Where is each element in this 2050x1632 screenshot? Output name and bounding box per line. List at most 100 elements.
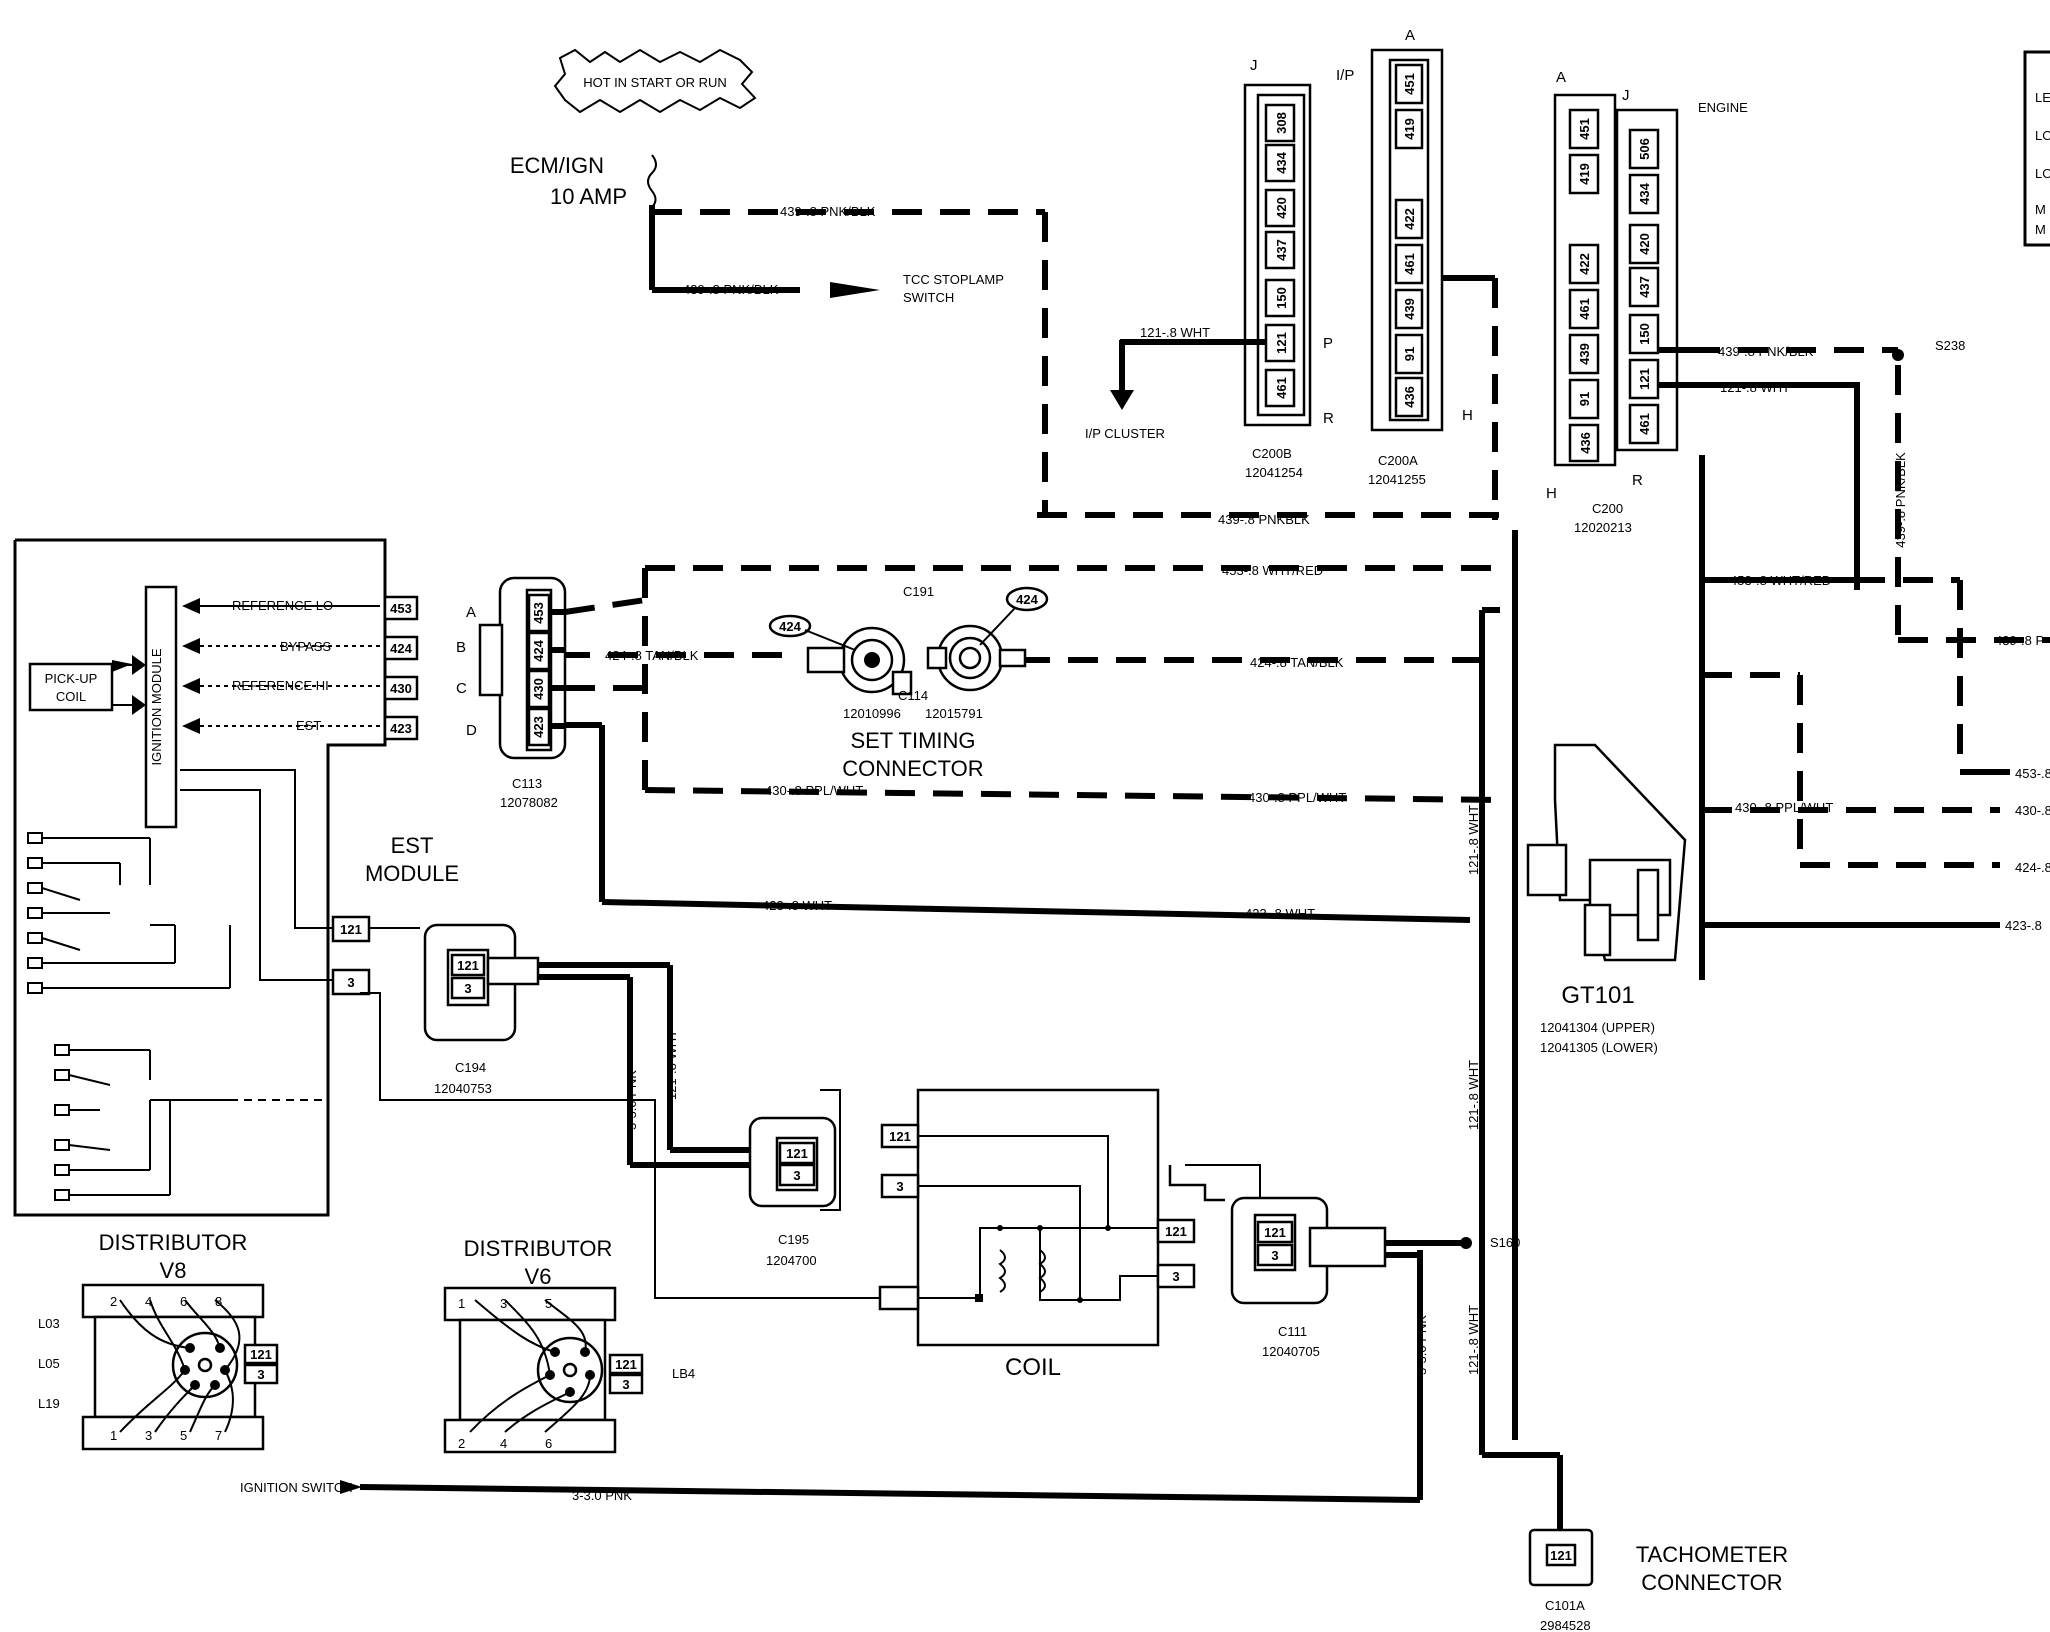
- c200b-pin: 308: [1274, 112, 1289, 134]
- c111-label: C111: [1278, 1324, 1307, 1339]
- c200-label: C200: [1592, 501, 1623, 516]
- fuse-rating: 10 AMP: [550, 184, 627, 209]
- coil-pin-3: 3: [896, 1179, 903, 1194]
- wire-label-121-vert3: 121-.8 WHT: [1466, 1305, 1481, 1375]
- dist-v8-pin-3: 3: [257, 1367, 264, 1382]
- c113-pin: 453: [531, 602, 546, 624]
- c200-pin: 439: [1577, 343, 1592, 365]
- wire-label-430-mid: 430-.8 PPL/WHT: [1248, 790, 1346, 805]
- c200b-pin: 420: [1274, 197, 1289, 219]
- ignition-coil: 121 3 121 3 COIL: [878, 1088, 1196, 1381]
- wire-label-423-right: 423-.8 WHT: [1245, 906, 1315, 921]
- dist-v8-pin-121: 121: [250, 1347, 272, 1362]
- connector-c114: 424 424 C191 C114 12010996 12015791 SET …: [768, 584, 1049, 781]
- c114-label: C114: [898, 688, 928, 703]
- c200-letter-h: H: [1546, 485, 1557, 502]
- dist-v8-top: 2: [110, 1294, 117, 1309]
- connector-c195: 121 3 C195 1204700: [748, 1089, 841, 1268]
- c114-part-right: 12015791: [925, 706, 983, 721]
- distributor-v6: DISTRIBUTOR V6 1 3 5 2 4 6 121 3 LB4: [443, 1236, 695, 1454]
- c101a-part: 2984528: [1540, 1618, 1591, 1632]
- arrow-down-icon: [1110, 390, 1134, 410]
- c113-letter: D: [466, 722, 477, 739]
- c200-pin: 419: [1577, 163, 1592, 185]
- c200-pin: 434: [1637, 182, 1652, 204]
- wire-label-3-vert: 3-3.0 PNK: [1414, 1315, 1429, 1375]
- c200b-pin: 121: [1274, 332, 1289, 354]
- signal-reference-lo: REFERENCE LO: [232, 598, 333, 613]
- dist-v6-bottom: 4: [500, 1436, 507, 1451]
- c113-pin: 430: [531, 678, 546, 700]
- fuse-name: ECM/IGN: [510, 153, 604, 178]
- c200-pin: 121: [1637, 368, 1652, 390]
- tach-title-1: TACHOMETER: [1636, 1542, 1788, 1567]
- c200-pin: 437: [1637, 276, 1652, 298]
- connector-gt101: GT101 12041304 (UPPER) 12041305 (LOWER): [1526, 743, 1687, 1055]
- wire-label-430-far: 430-.8: [2015, 803, 2050, 818]
- wire-label-430-right: 430-.8 PPL/WHT: [1735, 800, 1833, 815]
- c194-part: 12040753: [434, 1081, 492, 1096]
- c111-pin: 121: [1264, 1225, 1286, 1240]
- est-pin-121: 121: [340, 922, 362, 937]
- c101a-pin: 121: [1550, 1548, 1572, 1563]
- dist-v8-title-1: DISTRIBUTOR: [99, 1230, 248, 1255]
- coil-pin-121b: 121: [1165, 1224, 1187, 1239]
- c200b-pin: 434: [1274, 151, 1289, 173]
- c194-pin: 121: [457, 958, 479, 973]
- c200b-pin: 150: [1274, 287, 1289, 309]
- dist-v6-engine: LB4: [672, 1366, 695, 1381]
- c195-label: C195: [778, 1232, 809, 1247]
- est-pin: 423: [390, 721, 412, 736]
- set-timing-title-1: SET TIMING: [850, 728, 975, 753]
- c200-pin: 506: [1637, 138, 1652, 160]
- tcc-switch-1: TCC STOPLAMP: [903, 272, 1004, 287]
- c200a-pin: 439: [1402, 298, 1417, 320]
- wire-label-121-vert1: 121-.8 WHT: [1466, 805, 1481, 875]
- wire-label-453-right: 453-.8 WHT/RED: [1730, 573, 1831, 588]
- c200-letter-r: R: [1632, 472, 1643, 489]
- c200-letter-a: A: [1556, 69, 1566, 86]
- dist-v8-engine: L19: [38, 1396, 60, 1411]
- connector-c200a: A I/P H 451 419 422 461 439 91 436 C200A…: [1336, 27, 1473, 487]
- wire-est-coil: [360, 992, 880, 1299]
- connector-c111: 121 3 C111 12040705: [1168, 1164, 1387, 1359]
- c200a-pin: 419: [1402, 118, 1417, 140]
- wire-label-121-ip: 121-.8 WHT: [1140, 325, 1210, 340]
- c200-pin: 461: [1637, 413, 1652, 435]
- c114-pin-left: 424: [779, 619, 801, 634]
- c200a-pin: 422: [1402, 208, 1417, 230]
- coil-pin-3b: 3: [1172, 1269, 1179, 1284]
- arrow-right-icon: [340, 1480, 362, 1494]
- c194-label: C194: [455, 1060, 486, 1075]
- wire-label-439-tcc: 439-.8 PNK/BLK: [683, 282, 779, 297]
- dist-v6-title-1: DISTRIBUTOR: [464, 1236, 613, 1261]
- hot-banner-frame: [553, 48, 757, 114]
- wire-label-423-far: 423-.8: [2005, 918, 2042, 933]
- c200-pin: 461: [1577, 298, 1592, 320]
- c200b-letter-r: R: [1323, 410, 1334, 427]
- legend-edge: LE LO LO M M: [2023, 50, 2050, 247]
- dist-v6-top: 5: [545, 1296, 552, 1311]
- ignition-switch-label: IGNITION SWITCH: [240, 1480, 353, 1495]
- c101a-label: C101A: [1545, 1598, 1585, 1613]
- c200-letter-j: J: [1622, 87, 1630, 104]
- c200-pin: 451: [1577, 118, 1592, 140]
- legend-edge-text: LO: [2035, 128, 2050, 143]
- c200a-pin: 436: [1402, 386, 1417, 408]
- connector-c194: 121 3 C194 12040753: [423, 923, 540, 1096]
- wire-453-c113: [564, 597, 646, 615]
- pickup-coil-2: COIL: [56, 689, 86, 704]
- dist-v8-bottom: 1: [110, 1428, 117, 1443]
- dist-v8-bottom: 3: [145, 1428, 152, 1443]
- dist-v6-top: 1: [458, 1296, 465, 1311]
- wire-label-423-left: 423-.8 WHT: [762, 898, 832, 913]
- distributor-v8: DISTRIBUTOR V8 2 4 6 8 1 3 5 7 121 3 L03…: [38, 1230, 279, 1451]
- c114-part-left: 12010996: [843, 706, 901, 721]
- connector-c200b: J P R 308 434 420 437 150 121 461 C200B …: [1243, 57, 1334, 480]
- tach-title-2: CONNECTOR: [1641, 1570, 1782, 1595]
- c195-part: 1204700: [766, 1253, 817, 1268]
- c200a-label: C200A: [1378, 453, 1418, 468]
- wire-label-121-c194: 121-.8 WHT: [664, 1030, 679, 1100]
- est-pin: 430: [390, 681, 412, 696]
